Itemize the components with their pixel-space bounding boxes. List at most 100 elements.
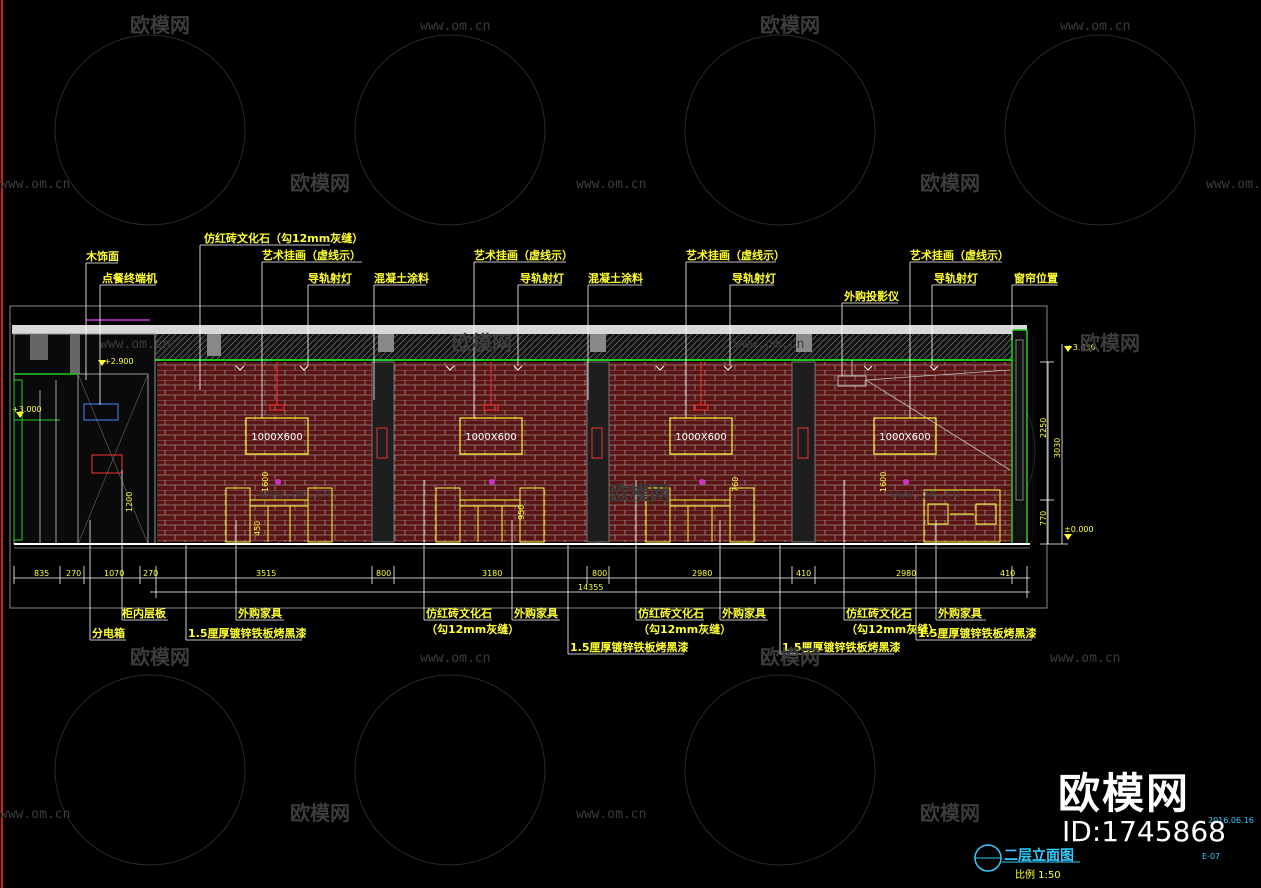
svg-text:欧模网: 欧模网: [130, 645, 190, 669]
svg-text:欧模网: 欧模网: [610, 481, 670, 505]
dim-1200: 1200: [125, 492, 134, 512]
label-concrete-2: 混凝土涂料: [588, 271, 643, 285]
label-art-4: 艺术挂画（虚线示）: [910, 248, 1009, 262]
dim-270a: 270: [66, 569, 81, 578]
label-steel-4: 1.5厘厚镀锌铁板烤黑漆: [918, 626, 1037, 640]
label-art-2: 艺术挂画（虚线示）: [474, 248, 573, 262]
svg-text:www.om.cn: www.om.cn: [1050, 651, 1120, 666]
svg-text:www.om.cn: www.om.cn: [1206, 177, 1261, 192]
dim-3030: 3030: [1053, 438, 1062, 458]
label-furniture-4: 外购家具: [937, 606, 982, 620]
svg-text:www.om.cn: www.om.cn: [100, 337, 170, 352]
dim-1600-b: 1600: [879, 472, 888, 492]
dim-1070: 1070: [104, 569, 124, 578]
label-projector: 外购投影仪: [843, 289, 900, 303]
svg-text:欧模网: 欧模网: [920, 171, 980, 195]
svg-text:1000X600: 1000X600: [465, 432, 516, 443]
svg-text:www.om.cn: www.om.cn: [576, 807, 646, 822]
painting-group-3: 1000X600: [645, 362, 755, 543]
label-pos-terminal: 点餐终端机: [102, 271, 157, 285]
svg-text:1000X600: 1000X600: [251, 432, 302, 443]
svg-text:www.om.cn: www.om.cn: [890, 487, 960, 502]
svg-text:www.om.cn: www.om.cn: [420, 651, 490, 666]
dim-total: 14355: [578, 583, 603, 592]
watermark-text: 欧模网 www.om.cn 欧模网 www.om.cn www.om.cn 欧模…: [0, 13, 1261, 825]
ceiling-slab: [12, 325, 1027, 334]
painting-group-1: 1000X600: [225, 362, 333, 543]
drawing-title: 二层立面图: [1004, 848, 1074, 864]
dimension-line: [13, 344, 1068, 598]
drawing-scale: 比例 1:50: [1015, 870, 1061, 881]
painting-group-2: 1000X600: [435, 362, 545, 543]
left-cabinet: [13, 319, 156, 545]
label-furniture-2: 外购家具: [513, 606, 558, 620]
label-wood-panel: 木饰面: [85, 249, 119, 263]
svg-text:欧模网: 欧模网: [130, 13, 190, 37]
dim-770: 770: [1039, 511, 1048, 526]
level-left: +3.000: [12, 405, 42, 414]
svg-text:欧模网: 欧模网: [760, 13, 820, 37]
dim-800a: 800: [376, 569, 391, 578]
sheet-number: E-07: [1202, 852, 1221, 861]
drawing-frame: [9, 305, 1048, 609]
label-steel-2: 1.5厘厚镀锌铁板烤黑漆: [570, 640, 689, 654]
dim-800b: 800: [592, 569, 607, 578]
level-floor: ±0.000: [1064, 525, 1094, 534]
label-rail-4: 导轨射灯: [934, 271, 978, 285]
label-art-1: 艺术挂画（虚线示）: [262, 248, 361, 262]
leader-lines-top: [85, 244, 1058, 418]
column-3: [791, 361, 816, 543]
label-furniture-3: 外购家具: [721, 606, 766, 620]
dim-410a: 410: [796, 569, 811, 578]
column-1: [371, 361, 395, 543]
label-brick-a2: （勾12mm灰缝）: [426, 622, 519, 636]
svg-text:1000X600: 1000X600: [879, 432, 930, 443]
ceiling-hatch: [155, 334, 1015, 360]
svg-text:欧模网: 欧模网: [290, 171, 350, 195]
svg-text:欧模网: 欧模网: [290, 801, 350, 825]
svg-text:欧模网: 欧模网: [452, 331, 512, 355]
dim-2250: 2250: [1039, 418, 1048, 438]
svg-text:www.om.cn: www.om.cn: [576, 177, 646, 192]
label-elec-box: 分电箱: [92, 626, 125, 640]
dim-3180: 3180: [482, 569, 502, 578]
drawing-date: 2016.06.16: [1208, 816, 1254, 825]
dim-950: 950: [517, 505, 526, 520]
label-rail-2: 导轨射灯: [520, 271, 564, 285]
label-furniture-1: 外购家具: [237, 606, 282, 620]
dim-1600-a: 1600: [261, 472, 270, 492]
level-mid: +2.900: [104, 357, 134, 366]
svg-text:www.om.cn: www.om.cn: [0, 807, 70, 822]
svg-text:1000X600: 1000X600: [675, 432, 726, 443]
dim-2980a: 2980: [692, 569, 712, 578]
label-steel-1: 1.5厘厚镀锌铁板烤黑漆: [188, 626, 307, 640]
spot-lights: [235, 365, 939, 371]
painting-group-4: 1000X600: [873, 417, 1001, 543]
label-curtain: 窗帘位置: [1014, 271, 1058, 285]
svg-text:欧模网: 欧模网: [760, 645, 820, 669]
label-brick-c: 仿红砖文化石: [846, 606, 912, 620]
left-vertical-dims: [39, 380, 57, 544]
dim-3515: 3515: [256, 569, 276, 578]
label-brick-stone: 仿红砖文化石（勾12mm灰缝）: [204, 231, 363, 245]
brick-wall-4: [815, 362, 1012, 542]
window-frame: [1011, 329, 1028, 545]
svg-text:欧模网: 欧模网: [1080, 331, 1140, 355]
brick-wall-1: [157, 362, 372, 542]
dim-2980b: 2980: [896, 569, 916, 578]
label-concrete-1: 混凝土涂料: [374, 271, 429, 285]
level-top: +3.030: [1066, 343, 1096, 352]
label-brick-b: 仿红砖文化石: [638, 606, 704, 620]
column-2: [586, 361, 610, 543]
level-markers: [16, 346, 1072, 540]
brand-overlay: 欧模网: [1058, 769, 1191, 818]
label-rail-3: 导轨射灯: [732, 271, 776, 285]
svg-text:www.om.cn: www.om.cn: [420, 19, 490, 34]
svg-text:www.om.cn: www.om.cn: [260, 487, 330, 502]
dim-270b: 270: [143, 569, 158, 578]
label-brick-b2: （勾12mm灰缝）: [638, 622, 731, 636]
resource-id: ID:1745868: [1062, 815, 1226, 848]
dim-760: 760: [731, 477, 740, 492]
label-brick-c2: （勾12mm灰缝）: [846, 622, 939, 636]
